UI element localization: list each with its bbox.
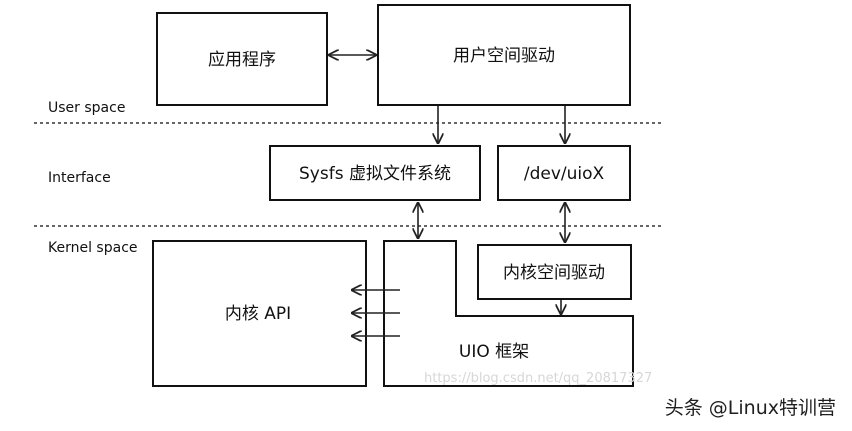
- uio-framework-box-label: UIO 框架: [459, 342, 529, 362]
- app-box: [156, 12, 328, 106]
- kernel-driver-box-label: 内核空间驱动: [503, 263, 605, 283]
- app-box-label: 应用程序: [208, 50, 276, 70]
- kernel-driver-box: [477, 244, 632, 300]
- brand-caption: 头条 @Linux特训营: [665, 397, 836, 419]
- layer-label-interface: Interface: [48, 170, 111, 186]
- sysfs-box: [269, 145, 481, 201]
- uio-framework-box: [383, 240, 634, 387]
- dev-uio-box: [497, 145, 631, 201]
- user-driver-box: [377, 4, 631, 106]
- sysfs-box-label: Sysfs 虚拟文件系统: [299, 164, 451, 184]
- kernel-api-box: [152, 240, 367, 387]
- user-driver-box-label: 用户空间驱动: [453, 46, 555, 66]
- dev-uio-box-label: /dev/uioX: [524, 164, 605, 184]
- kernel-api-box-label: 内核 API: [225, 304, 291, 324]
- layer-label-kernel-space: Kernel space: [48, 240, 138, 256]
- csdn-watermark: https://blog.csdn.net/qq_20817327: [424, 371, 652, 386]
- layer-label-user-space: User space: [48, 100, 125, 116]
